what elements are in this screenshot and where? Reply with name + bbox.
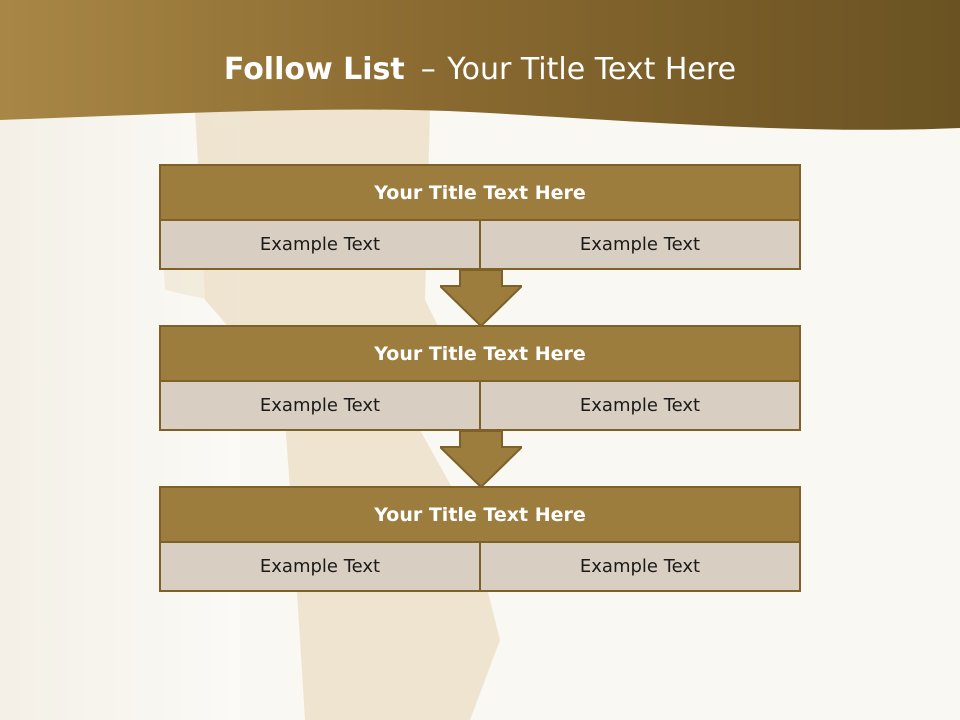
block-row: Example Text Example Text <box>159 543 801 592</box>
title-bold-part: Follow List <box>223 52 405 87</box>
down-arrow-icon <box>440 270 522 326</box>
block-title: Your Title Text Here <box>159 164 801 221</box>
block-cell-left: Example Text <box>159 221 481 270</box>
flow-block-2: Your Title Text Here Example Text Exampl… <box>159 325 801 431</box>
block-title: Your Title Text Here <box>159 325 801 382</box>
flow-block-1: Your Title Text Here Example Text Exampl… <box>159 164 801 270</box>
block-cell-right: Example Text <box>481 221 801 270</box>
block-cell-left: Example Text <box>159 382 481 431</box>
slide-title: Follow List– Your Title Text Here <box>0 52 960 87</box>
block-cell-right: Example Text <box>481 543 801 592</box>
block-row: Example Text Example Text <box>159 382 801 431</box>
down-arrow-icon <box>440 431 522 487</box>
flow-block-3: Your Title Text Here Example Text Exampl… <box>159 486 801 592</box>
block-cell-left: Example Text <box>159 543 481 592</box>
title-dash: – <box>420 52 436 87</box>
top-banner <box>0 0 960 130</box>
block-row: Example Text Example Text <box>159 221 801 270</box>
title-rest-part: Your Title Text Here <box>447 52 737 87</box>
block-cell-right: Example Text <box>481 382 801 431</box>
block-title: Your Title Text Here <box>159 486 801 543</box>
